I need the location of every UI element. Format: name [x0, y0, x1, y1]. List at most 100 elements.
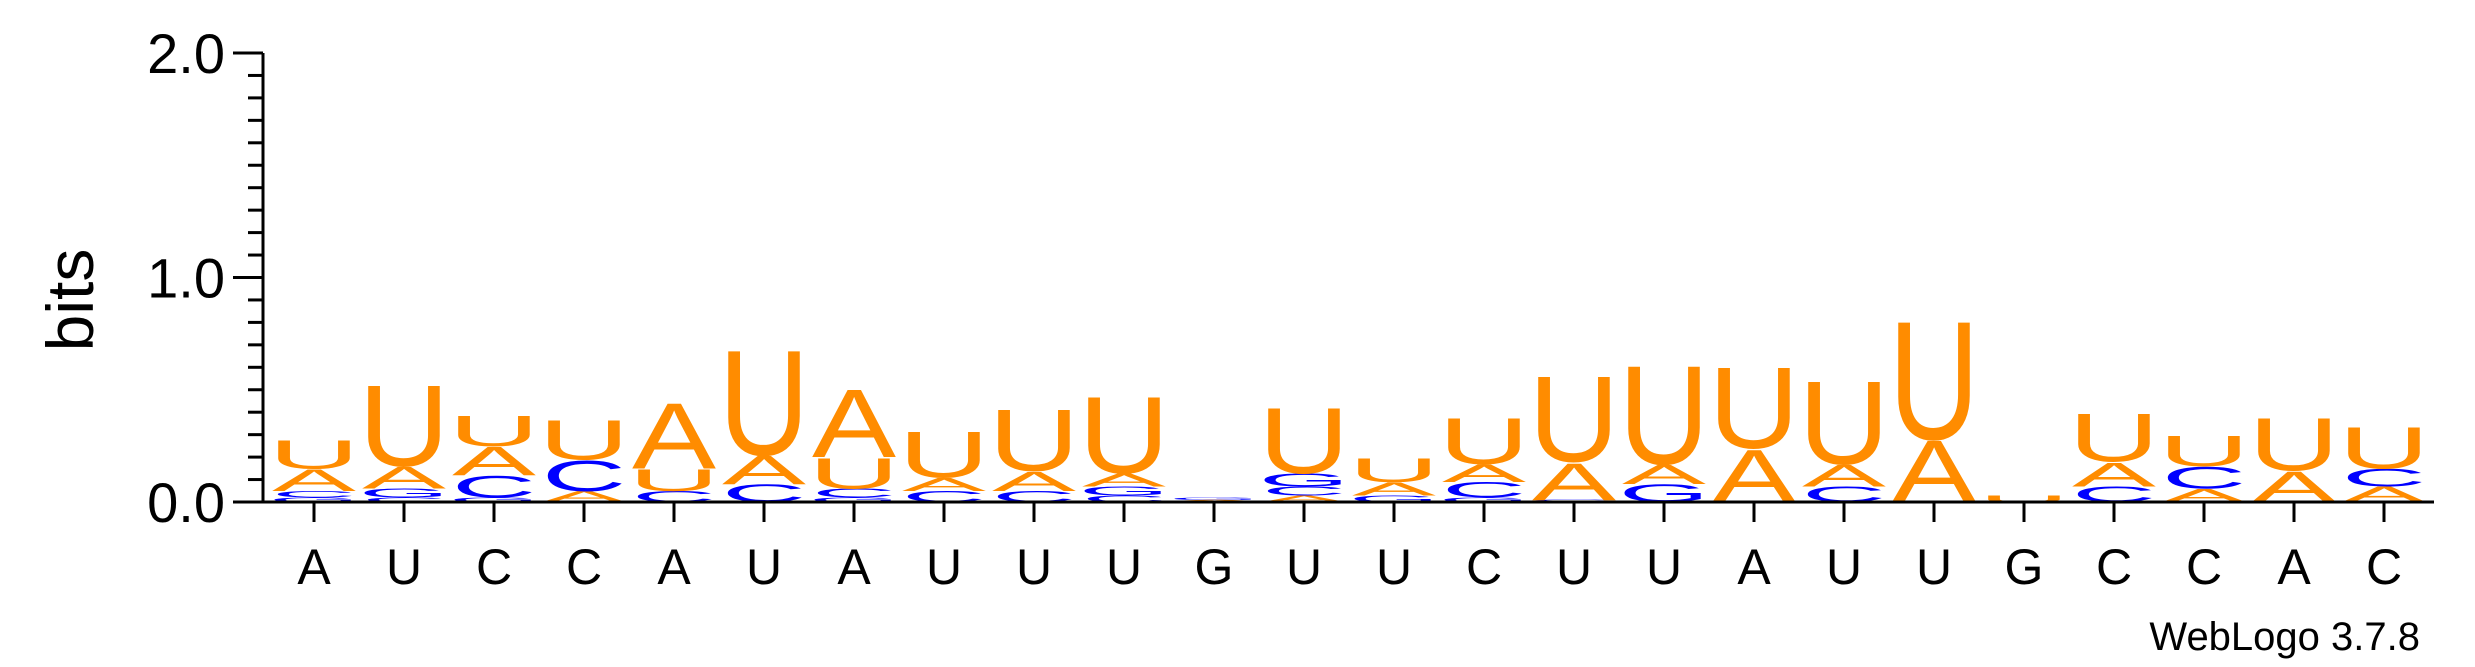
logo-column: U	[1979, 493, 2070, 504]
x-tick-label: U	[1646, 539, 1682, 595]
logo-letter-U: U	[269, 431, 360, 477]
x-tick-label: U	[1016, 539, 1052, 595]
x-tick-label: A	[1737, 539, 1771, 595]
logo-column: AU	[1709, 343, 1800, 518]
x-tick-label: U	[1376, 539, 1412, 595]
logo-letter-A: A	[1622, 459, 1706, 491]
logo-letter-C: C	[1262, 484, 1346, 498]
x-tick-label: A	[837, 539, 871, 595]
logo-stacks: GCAUCGAUGCAUACUCUACAUGCUACAUCAUCGAUCAGAC…	[269, 286, 2430, 521]
logo-column: ACU	[539, 408, 630, 505]
logo-letter-A: A	[992, 465, 1076, 497]
logo-column: CAU	[2069, 399, 2160, 507]
x-tick-label: A	[2277, 539, 2311, 595]
y-tick-label: 1.0	[147, 247, 225, 310]
logo-letter-C: C	[1442, 478, 1526, 503]
x-tick-label: C	[1466, 539, 1502, 595]
logo-letter-U: U	[1709, 343, 1800, 473]
logo-letter-C: C	[272, 489, 356, 500]
logo-letter-G: G	[269, 496, 360, 503]
x-tick-label: U	[386, 539, 422, 595]
x-tick-label: U	[1286, 539, 1322, 595]
logo-column: CUA	[629, 383, 720, 506]
logo-letter-C: C	[542, 451, 626, 500]
weblogo-version-label: WebLogo 3.7.8	[2149, 615, 2420, 659]
logo-letter-G: G	[1439, 496, 1530, 503]
logo-column: CAU	[1799, 356, 1890, 507]
logo-letter-U: U	[1979, 493, 2070, 504]
logo-column: ACU	[2339, 415, 2430, 507]
logo-letter-C: C	[362, 496, 446, 503]
logo-letter-A: A	[2072, 455, 2157, 494]
logo-column: CAU	[989, 392, 1080, 505]
x-tick-label: G	[2005, 539, 2044, 595]
x-tick-label: C	[476, 539, 512, 595]
logo-letter-U: U	[359, 361, 450, 491]
logo-letter-C: C	[1082, 493, 1166, 504]
logo-column: GAU	[1529, 352, 1620, 511]
y-tick-label: 2.0	[147, 22, 225, 85]
x-tick-label: C	[2096, 539, 2132, 595]
logo-letter-U: U	[989, 392, 1080, 490]
logo-letter-A: A	[1442, 459, 1527, 487]
logo-letter-U: U	[809, 449, 900, 498]
x-tick-label: U	[1556, 539, 1592, 595]
logo-letter-U: U	[1799, 356, 1890, 489]
x-tick-label: U	[926, 539, 962, 595]
logo-letter-A: A	[272, 463, 357, 498]
logo-letter-G: G	[359, 486, 450, 500]
y-axis: 0.0 1.0 2.0	[147, 22, 265, 534]
logo-letter-U: U	[719, 319, 810, 487]
logo-letter-U: U	[1259, 387, 1350, 493]
logo-letter-A: A	[902, 474, 986, 495]
x-tick-label: A	[657, 539, 691, 595]
logo-letter-U: U	[1619, 337, 1710, 494]
logo-letter-G: G	[1349, 493, 1440, 504]
logo-column: AU	[2249, 402, 2340, 511]
x-tick-label: C	[566, 539, 602, 595]
x-tick-label: C	[2186, 539, 2222, 595]
logo-letter-C: C	[2342, 464, 2426, 492]
logo-letter-A: A	[362, 461, 447, 496]
y-axis-label: bits	[33, 249, 107, 352]
logo-letter-A: A	[1262, 493, 1347, 504]
logo-letter-A: A	[1352, 478, 1436, 499]
logo-letter-U: U	[539, 408, 630, 471]
logo-column: ACU	[2159, 427, 2250, 507]
logo-letter-U: U	[2339, 415, 2430, 482]
logo-letter-U: U	[2249, 402, 2340, 486]
x-tick-label: U	[746, 539, 782, 595]
logo-letter-U: U	[1079, 374, 1170, 497]
logo-letter-A: A	[722, 447, 807, 493]
x-tick-label: A	[297, 539, 331, 595]
logo-letter-U: U	[2159, 427, 2250, 476]
logo-letter-U: U	[449, 406, 540, 455]
x-tick-label: C	[2366, 539, 2402, 595]
x-tick-label: U	[1106, 539, 1142, 595]
x-tick-label: G	[1195, 539, 1234, 595]
logo-column: AU	[1889, 286, 1980, 521]
logo-letter-C: C	[2162, 461, 2246, 496]
logo-letter-A: A	[812, 369, 896, 478]
logo-letter-G: G	[1079, 484, 1170, 498]
logo-letter-A: A	[452, 438, 537, 484]
logo-letter-G: G	[809, 496, 900, 503]
x-tick-label: U	[1916, 539, 1952, 595]
y-tick-label: 0.0	[147, 471, 225, 534]
logo-letter-A: A	[1082, 469, 1166, 490]
logo-column: GAU	[1619, 337, 1710, 507]
logo-letter-U: U	[1529, 352, 1620, 488]
logo-letter-U: U	[1889, 286, 1980, 476]
logo-letter-U: U	[899, 418, 990, 491]
logo-letter-A: A	[1802, 458, 1887, 493]
logo-column: CAU	[719, 319, 810, 507]
x-tick-label: U	[1826, 539, 1862, 595]
logo-letter-G: G	[1259, 469, 1350, 490]
